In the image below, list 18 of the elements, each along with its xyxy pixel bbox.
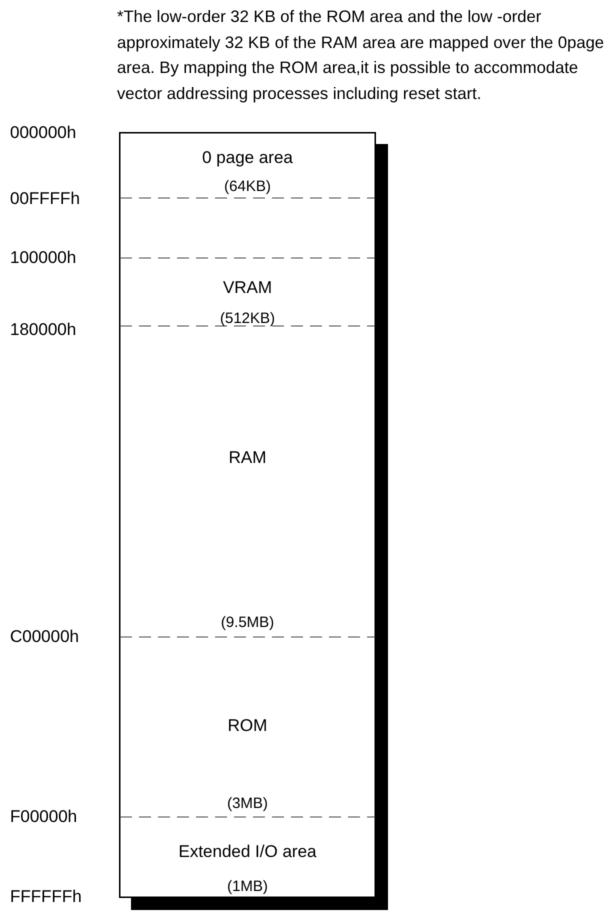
region-size: (1MB) — [226, 878, 269, 894]
footnote-text: *The low-order 32 KB of the ROM area and the low -order approximately 32 KB of the RAM area are mapped over the 0page area. By mapping the ROM area,it is possible to accommodate vector addressing processes including reset start. — [117, 6, 606, 104]
region-name: VRAM — [222, 278, 274, 296]
region-size: (3MB) — [226, 796, 269, 810]
address-label: 100000h — [10, 249, 76, 267]
region-size: (9.5MB) — [220, 614, 276, 630]
address-label: 000000h — [10, 124, 76, 142]
region-size: (64KB) — [223, 178, 272, 194]
region-name: Extended I/O area — [178, 842, 318, 860]
address-label: C00000h — [10, 628, 80, 646]
address-label: 180000h — [10, 321, 76, 339]
region-name: ROM — [226, 716, 268, 734]
region-name: 0 page area — [201, 148, 294, 166]
region-size: (512KB) — [218, 310, 276, 326]
address-label: 00FFFFh — [10, 190, 80, 208]
region-name: RAM — [228, 448, 268, 466]
address-label: FFFFFFh — [10, 888, 82, 906]
address-label: F00000h — [10, 808, 78, 826]
